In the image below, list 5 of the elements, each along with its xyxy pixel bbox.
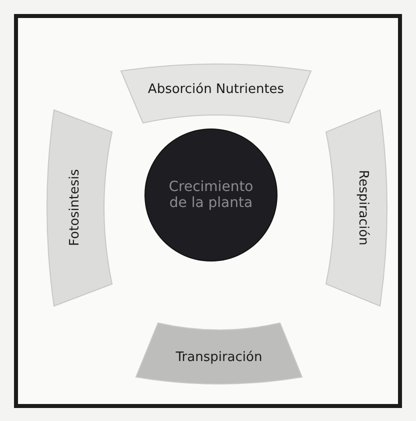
node-label: Fotosintesis (66, 168, 84, 248)
node-label: Crecimiento de la planta (168, 178, 254, 213)
node-label: Absorción Nutrientes (146, 80, 286, 98)
node-label: Respiración (354, 169, 372, 248)
node-label: Transpiración (174, 348, 264, 366)
